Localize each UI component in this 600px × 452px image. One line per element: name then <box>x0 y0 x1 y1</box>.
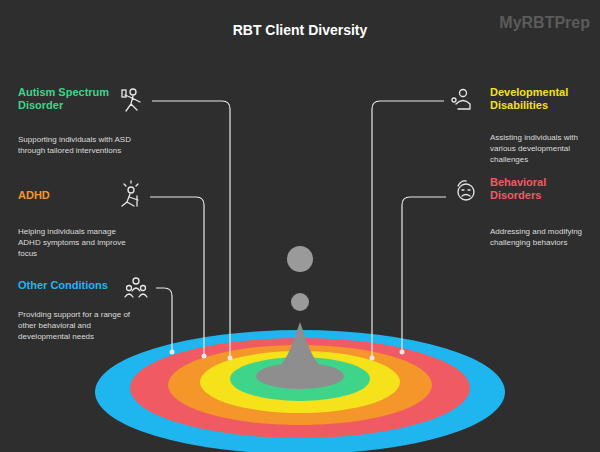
leader-dot <box>228 356 233 361</box>
category-description: Helping individuals manage ADHD symptoms… <box>18 226 130 259</box>
leader-line <box>372 101 444 358</box>
helper-icon <box>452 90 470 110</box>
leader-dot <box>202 354 207 359</box>
category-item: Developmental DisabilitiesAssisting indi… <box>490 86 590 165</box>
leader-dot <box>170 350 175 355</box>
category-description: Providing support for a range of other b… <box>18 309 133 342</box>
leader-line <box>150 197 204 356</box>
leader-line <box>402 197 446 352</box>
small-drop <box>291 293 309 311</box>
category-item: Other ConditionsProviding support for a … <box>18 279 138 342</box>
group-icon <box>125 278 147 297</box>
category-description: Addressing and modifying challenging beh… <box>490 226 590 248</box>
face-icon <box>458 181 474 200</box>
focus-icon <box>122 181 138 206</box>
category-heading: Behavioral Disorders <box>490 176 586 202</box>
watermark: MyRBTPrep <box>470 14 590 32</box>
category-item: ADHD Helping individuals manage ADHD symp… <box>18 189 130 259</box>
spike <box>252 322 348 378</box>
category-description: Supporting individuals with ASD through … <box>18 134 136 156</box>
category-item: Behavioral DisordersAddressing and modif… <box>490 176 590 248</box>
category-item: Autism Spectrum DisorderSupporting indiv… <box>18 86 136 156</box>
leader-dot <box>400 350 405 355</box>
category-description: Assisting individuals with various devel… <box>490 132 590 165</box>
leader-dot <box>370 356 375 361</box>
category-heading: Developmental Disabilities <box>490 86 586 112</box>
person-icon <box>122 89 140 111</box>
leader-line <box>152 101 230 358</box>
large-drop <box>287 246 313 272</box>
category-heading: ADHD <box>18 189 126 202</box>
category-heading: Autism Spectrum Disorder <box>18 86 126 112</box>
leader-line <box>156 288 172 352</box>
category-heading: Other Conditions <box>18 279 138 292</box>
